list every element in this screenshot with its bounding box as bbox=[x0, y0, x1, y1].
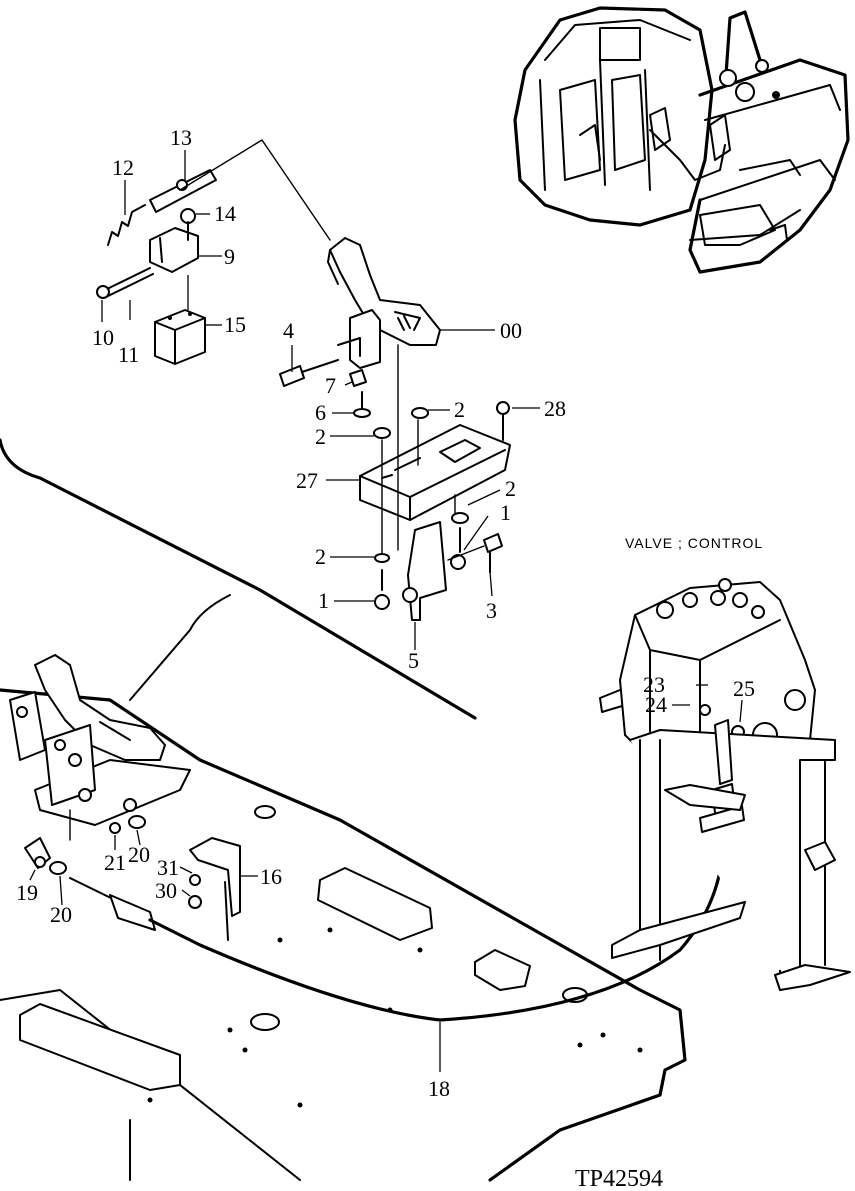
callout-11: 11 bbox=[118, 342, 139, 367]
callout-1: 1 bbox=[500, 500, 511, 525]
callout-25: 25 bbox=[733, 676, 755, 701]
callout-24: 24 bbox=[645, 692, 667, 717]
callout-20: 20 bbox=[50, 902, 72, 927]
callout-10: 10 bbox=[92, 325, 114, 350]
callout-7: 7 bbox=[325, 373, 336, 398]
callout-16: 16 bbox=[260, 864, 282, 889]
callout-labels: 13 12 14 9 15 10 11 00 4 7 6 2 28 2 27 2… bbox=[16, 125, 763, 1101]
callout-6: 6 bbox=[315, 400, 326, 425]
valve-control-caption: VALVE ; CONTROL bbox=[625, 535, 763, 551]
callout-2: 2 bbox=[505, 476, 516, 501]
floor-plate bbox=[0, 438, 687, 1182]
callout-12: 12 bbox=[112, 155, 134, 180]
callout-4: 4 bbox=[283, 318, 294, 343]
callout-31: 31 bbox=[157, 855, 179, 880]
callout-30: 30 bbox=[155, 878, 177, 903]
callout-15: 15 bbox=[224, 312, 246, 337]
callout-3: 3 bbox=[486, 598, 497, 623]
drawing-code: TP42594 bbox=[575, 1166, 663, 1191]
callout-23: 23 bbox=[643, 672, 665, 697]
lock-assembly bbox=[96, 139, 331, 365]
callout-1: 1 bbox=[318, 588, 329, 613]
callout-2: 2 bbox=[454, 397, 465, 422]
callout-5: 5 bbox=[408, 648, 419, 673]
callout-13: 13 bbox=[170, 125, 192, 150]
callout-27: 27 bbox=[296, 468, 318, 493]
callout-9: 9 bbox=[224, 244, 235, 269]
callout-19: 19 bbox=[16, 880, 38, 905]
control-valve bbox=[599, 578, 851, 991]
lower-pedal-assembly bbox=[9, 654, 241, 941]
callout-2: 2 bbox=[315, 544, 326, 569]
callout-18: 18 bbox=[428, 1076, 450, 1101]
callout-20: 20 bbox=[128, 842, 150, 867]
leader-lines bbox=[29, 150, 743, 1072]
excavator-illustration bbox=[513, 6, 850, 274]
callout-21: 21 bbox=[104, 850, 126, 875]
callout-28: 28 bbox=[544, 396, 566, 421]
callout-00: 00 bbox=[500, 318, 522, 343]
callout-14: 14 bbox=[214, 201, 236, 226]
pedal-assembly bbox=[279, 237, 511, 621]
callout-2: 2 bbox=[315, 424, 326, 449]
